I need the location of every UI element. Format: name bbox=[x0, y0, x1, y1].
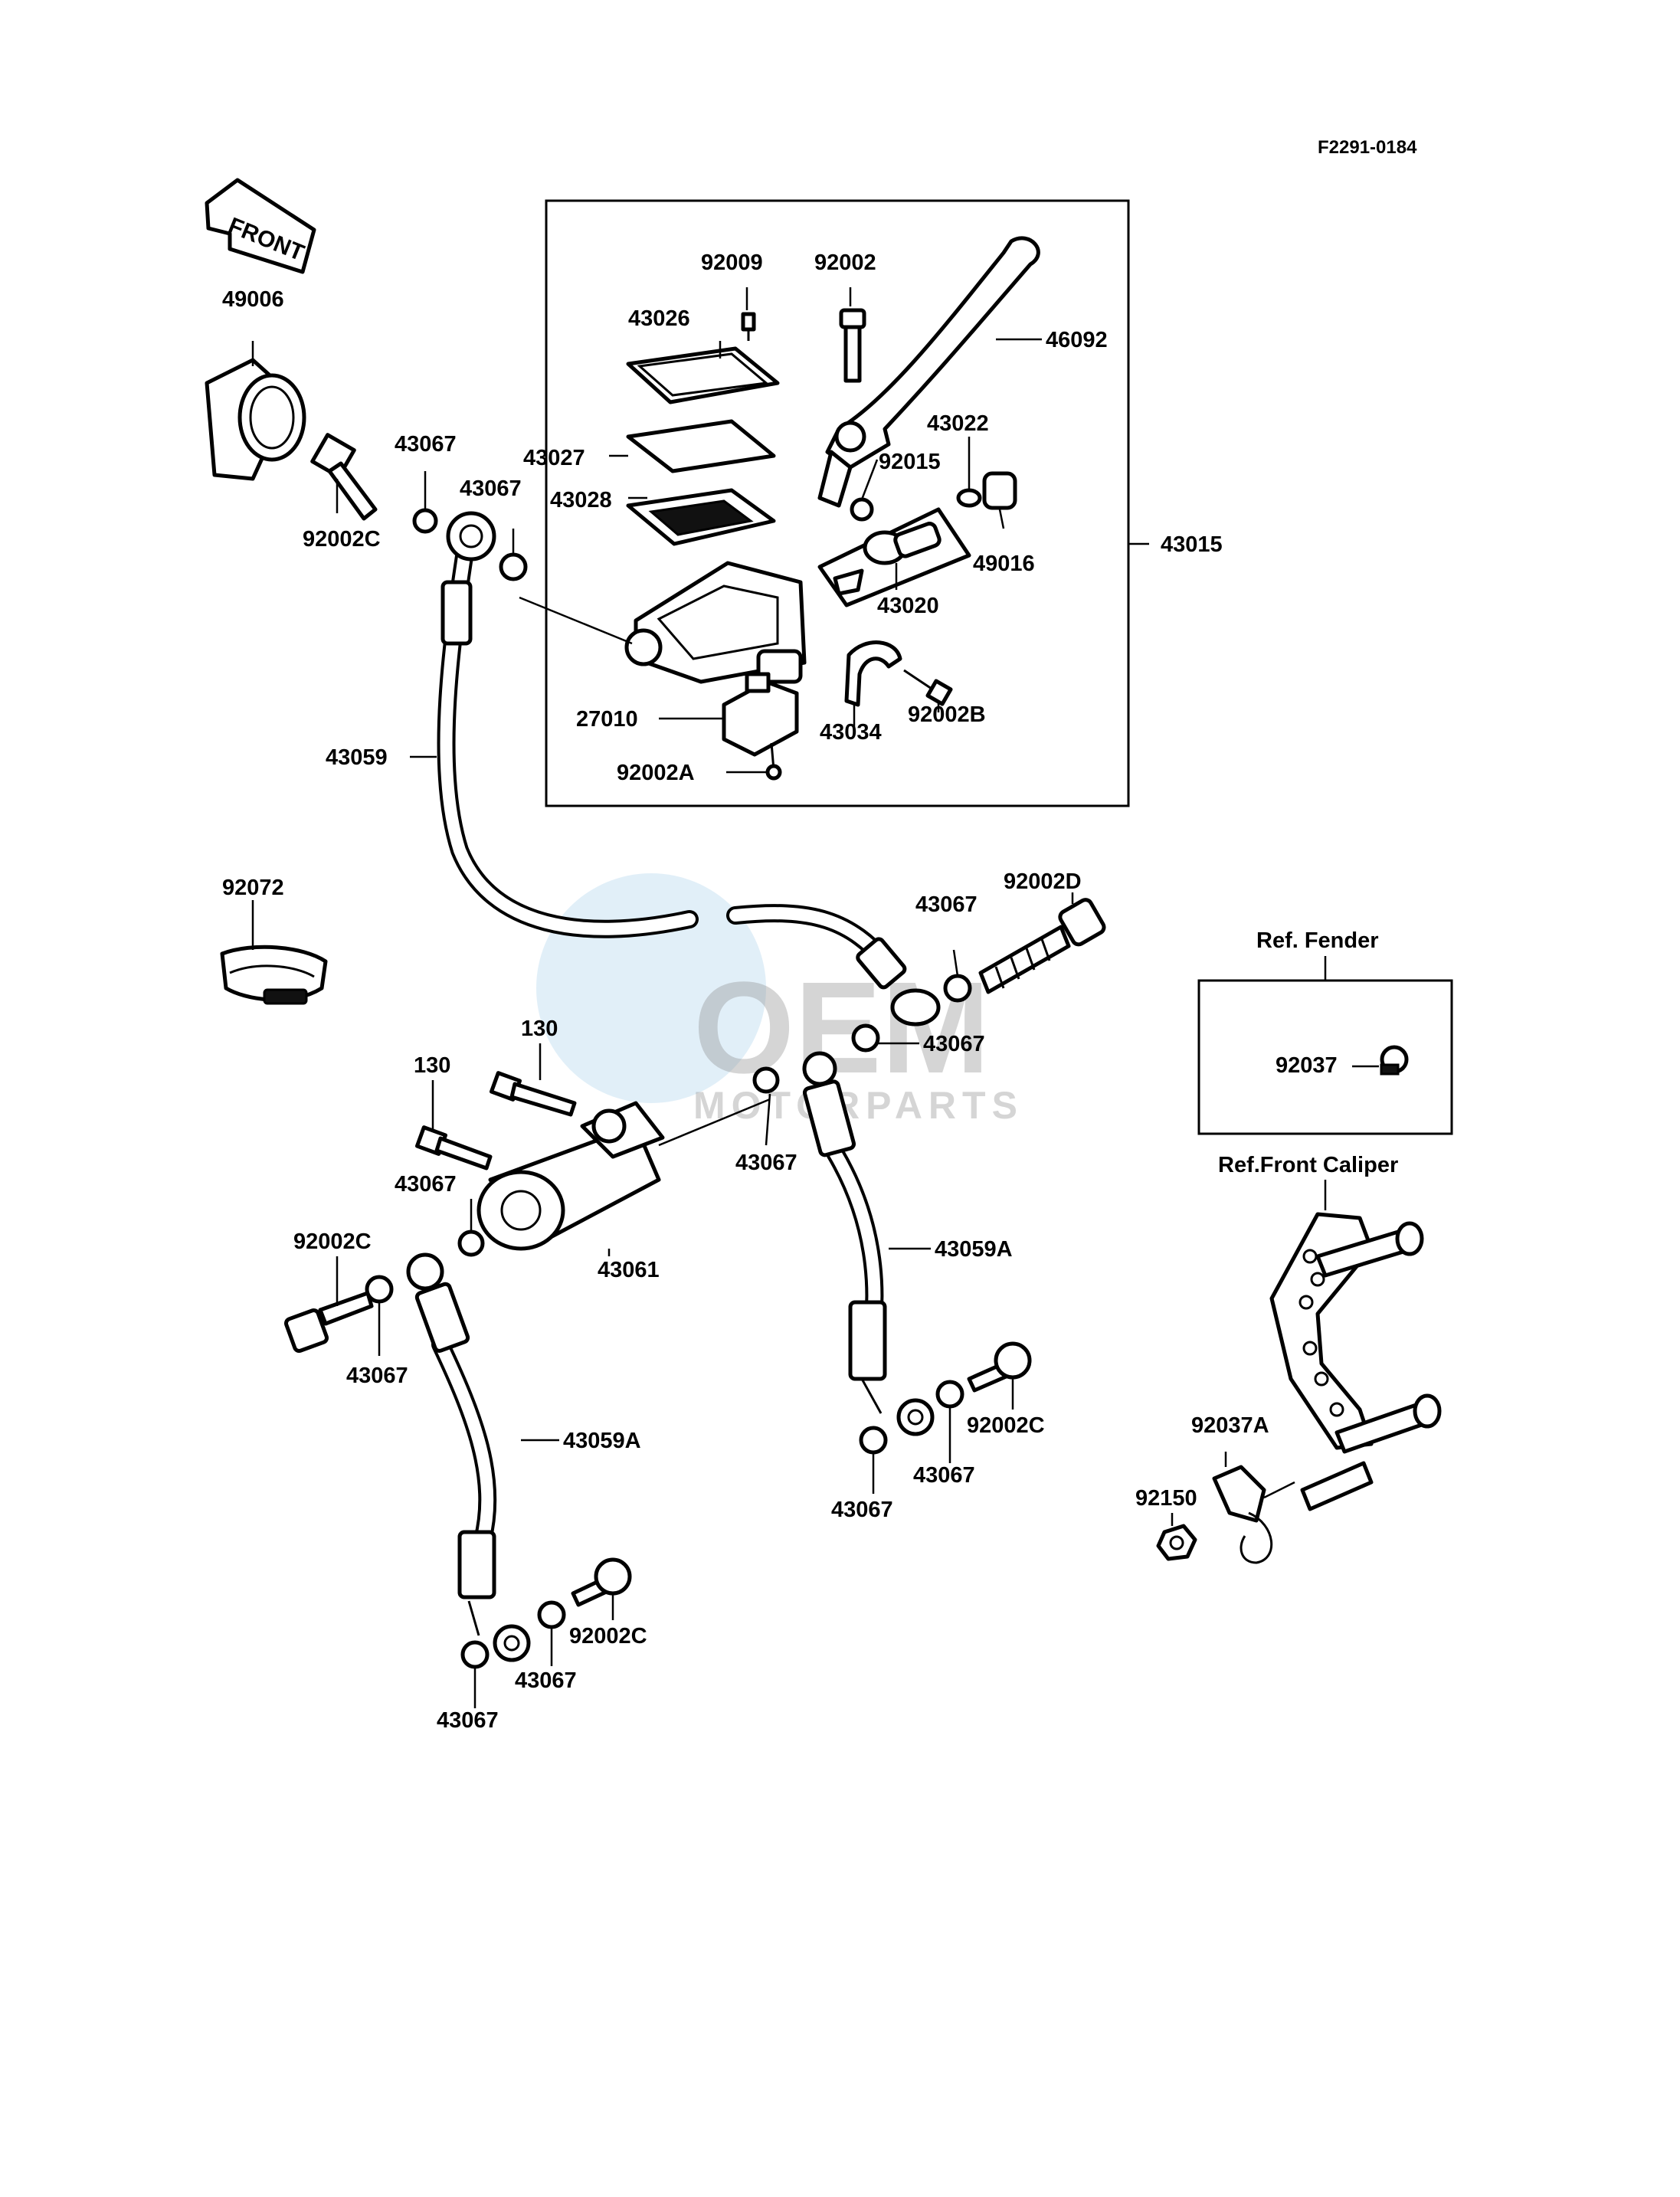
watermark-sub: MOTORPARTS bbox=[693, 1084, 1023, 1127]
caliper-bracket-icon bbox=[1269, 1212, 1442, 1511]
label-27010: 27010 bbox=[576, 707, 638, 732]
diagram-code: F2291-0184 bbox=[1318, 137, 1417, 158]
brake-hose-left-icon bbox=[406, 1252, 531, 1662]
label-43067-g: 43067 bbox=[346, 1364, 408, 1388]
label-43059A-a: 43059A bbox=[935, 1237, 1013, 1262]
ref-caliper-title: Ref.Front Caliper bbox=[1218, 1153, 1398, 1177]
diaphragm-43028-icon bbox=[626, 488, 776, 546]
bolt-130-lower-icon bbox=[414, 1125, 493, 1171]
label-43027: 43027 bbox=[523, 446, 585, 470]
screw-92009-icon bbox=[741, 312, 756, 341]
label-92015: 92015 bbox=[879, 450, 941, 474]
label-43067-d: 43067 bbox=[923, 1032, 985, 1056]
label-43026: 43026 bbox=[628, 306, 690, 331]
clip-92037-icon bbox=[1380, 1045, 1409, 1076]
hose-fitting-top-icon bbox=[440, 511, 496, 646]
label-43022: 43022 bbox=[927, 411, 989, 436]
label-43059A-b: 43059A bbox=[563, 1429, 641, 1453]
label-49016: 49016 bbox=[973, 552, 1035, 576]
label-92002C-d: 92002C bbox=[569, 1624, 647, 1649]
label-46092: 46092 bbox=[1046, 328, 1108, 352]
label-92037A: 92037A bbox=[1191, 1413, 1269, 1438]
bolt-92150-icon bbox=[1156, 1524, 1197, 1561]
hose-fitting-right-icon bbox=[856, 937, 941, 1026]
label-43067-b: 43067 bbox=[460, 476, 522, 501]
banjo-bolt-92002C-bottom-icon bbox=[571, 1557, 632, 1607]
label-49006: 49006 bbox=[222, 287, 284, 312]
label-130-a: 130 bbox=[521, 1017, 558, 1041]
label-92002B: 92002B bbox=[908, 702, 986, 727]
clamp-bolt-92002B-icon bbox=[903, 669, 953, 706]
master-cylinder-frame bbox=[545, 199, 1130, 807]
reservoir-cap-43026-icon bbox=[626, 346, 780, 404]
label-43067-a: 43067 bbox=[395, 432, 457, 457]
boot-49006-icon bbox=[205, 358, 306, 481]
label-43034: 43034 bbox=[820, 720, 882, 745]
label-43067-i: 43067 bbox=[831, 1498, 893, 1522]
label-43067-h: 43067 bbox=[913, 1463, 975, 1488]
label-92072: 92072 bbox=[222, 876, 284, 900]
label-92150: 92150 bbox=[1135, 1486, 1197, 1511]
label-92002C-b: 92002C bbox=[293, 1229, 372, 1254]
bolt-130-upper-icon bbox=[489, 1071, 577, 1117]
three-way-joint-43061-icon bbox=[476, 1101, 665, 1251]
label-43067-f: 43067 bbox=[395, 1172, 457, 1197]
label-43067-c: 43067 bbox=[915, 892, 978, 917]
label-92002C-a: 92002C bbox=[303, 527, 381, 552]
label-92009: 92009 bbox=[701, 250, 763, 275]
plate-43027-icon bbox=[626, 419, 776, 473]
piston-kit-43020-icon bbox=[817, 507, 971, 607]
ref-fender-part-label: 92037 bbox=[1276, 1053, 1338, 1078]
master-cylinder-body-icon bbox=[624, 561, 807, 684]
banjo-bolt-92002D-icon bbox=[978, 898, 1106, 994]
label-43059: 43059 bbox=[326, 745, 388, 770]
label-43015: 43015 bbox=[1161, 532, 1223, 557]
label-130-b: 130 bbox=[414, 1053, 450, 1078]
watermark-brand: OEM bbox=[693, 955, 990, 1101]
label-92002C-c: 92002C bbox=[967, 1413, 1045, 1438]
dust-cover-49016-icon bbox=[982, 471, 1017, 510]
label-92002A: 92002A bbox=[617, 761, 695, 785]
brake-switch-27010-icon bbox=[722, 672, 799, 781]
clamp-43034-icon bbox=[844, 640, 902, 707]
label-92002: 92002 bbox=[814, 250, 876, 275]
brake-lever-46092-icon bbox=[817, 236, 1040, 508]
ref-fender-title: Ref. Fender bbox=[1256, 928, 1379, 953]
hose-clamp-92072-icon bbox=[220, 945, 328, 1005]
clip-92037A-icon bbox=[1212, 1465, 1273, 1564]
label-43067-e: 43067 bbox=[735, 1151, 797, 1175]
label-43028: 43028 bbox=[550, 488, 612, 512]
banjo-bolt-92002C-left-icon bbox=[283, 1291, 374, 1354]
label-43067-j: 43067 bbox=[515, 1668, 577, 1693]
banjo-bolt-92002C-icon bbox=[310, 433, 378, 521]
front-arrow-icon: FRONT bbox=[205, 178, 316, 274]
brake-hose-right-icon bbox=[802, 1051, 935, 1436]
label-43067-k: 43067 bbox=[437, 1708, 499, 1733]
pivot-bolt-92002-icon bbox=[839, 308, 866, 383]
banjo-bolt-92002C-right-icon bbox=[967, 1341, 1032, 1393]
label-43061: 43061 bbox=[598, 1258, 660, 1282]
label-92002D: 92002D bbox=[1004, 869, 1082, 894]
label-43020: 43020 bbox=[877, 594, 939, 618]
